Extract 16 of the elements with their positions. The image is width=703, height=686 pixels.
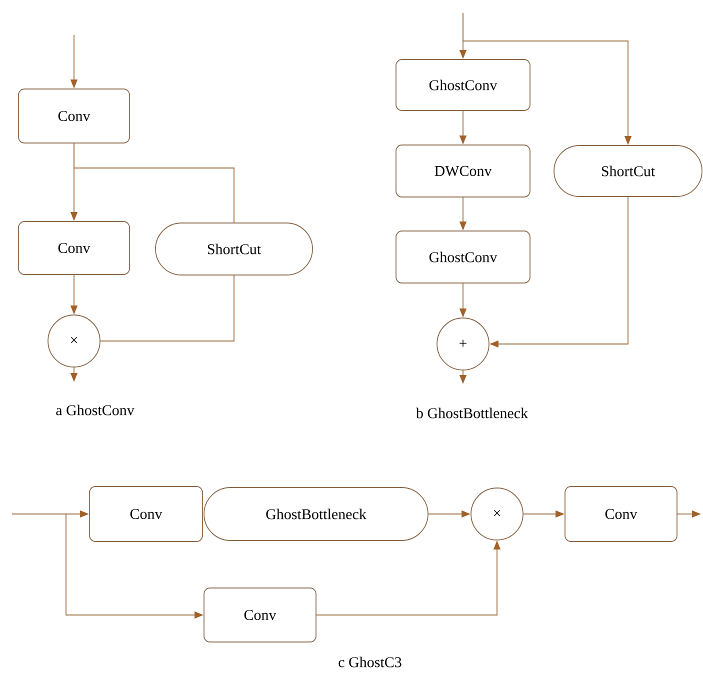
caption: a GhostConv <box>56 404 134 416</box>
rounded-block: GhostBottleneck <box>204 487 428 541</box>
connector-line <box>100 275 234 342</box>
process-box: Conv <box>89 486 203 542</box>
rounded-block: ShortCut <box>554 145 702 197</box>
caption: c GhostC3 <box>338 656 402 668</box>
process-box: Conv <box>18 88 130 144</box>
process-box: Conv <box>564 486 678 542</box>
caption: b GhostBottleneck <box>416 408 528 418</box>
process-box: GhostConv <box>396 59 530 111</box>
connector-line <box>74 143 234 223</box>
process-box: GhostConv <box>396 230 530 284</box>
process-box: DWConv <box>396 144 530 198</box>
rounded-block: ShortCut <box>155 222 313 276</box>
process-box: Conv <box>18 221 130 275</box>
process-box: Conv <box>204 588 316 642</box>
